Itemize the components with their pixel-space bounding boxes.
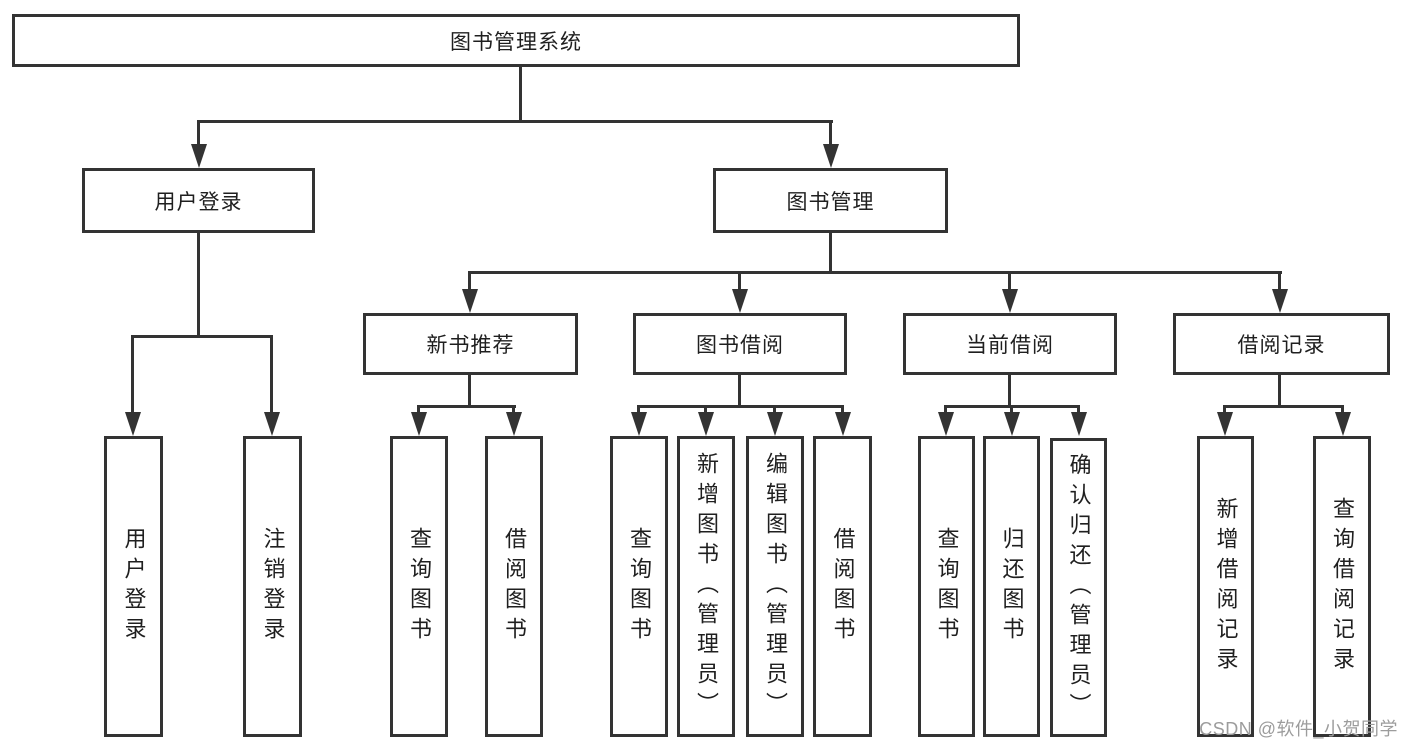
connector-line	[1278, 271, 1281, 289]
connector-line	[841, 405, 844, 415]
leaf-user-login: 用户登录	[104, 436, 163, 737]
leaf-query-borrow-record: 查询借阅记录	[1313, 436, 1371, 737]
arrow-down-icon	[631, 412, 647, 436]
connector-line	[944, 405, 947, 415]
connector-line	[829, 233, 832, 271]
connector-line	[468, 271, 471, 289]
connector-line	[512, 405, 515, 415]
node-new-book-recommend: 新书推荐	[363, 313, 578, 375]
leaf-query-books-borrow: 查询图书	[610, 436, 668, 737]
arrow-down-icon	[411, 412, 427, 436]
arrow-down-icon	[823, 144, 839, 168]
node-user-login: 用户登录	[82, 168, 315, 233]
connector-line	[637, 405, 640, 415]
arrow-down-icon	[732, 289, 748, 313]
connector-line	[1223, 405, 1344, 408]
connector-line	[197, 233, 200, 335]
connector-line	[417, 405, 420, 415]
connector-line	[1008, 271, 1011, 289]
arrow-down-icon	[125, 412, 141, 436]
leaf-borrow-books-recommend: 借阅图书	[485, 436, 543, 737]
connector-line	[1278, 375, 1281, 405]
leaf-edit-books-admin: 编辑图书（管理员）	[746, 436, 804, 737]
connector-line	[270, 335, 273, 412]
connector-line	[198, 120, 833, 123]
arrow-down-icon	[698, 412, 714, 436]
connector-line	[1077, 405, 1080, 415]
connector-line	[131, 335, 134, 412]
connector-line	[738, 271, 741, 289]
arrow-down-icon	[1002, 289, 1018, 313]
leaf-query-books-recommend: 查询图书	[390, 436, 448, 737]
leaf-return-books: 归还图书	[983, 436, 1040, 737]
arrow-down-icon	[506, 412, 522, 436]
arrow-down-icon	[1272, 289, 1288, 313]
connector-line	[1223, 405, 1226, 415]
node-book-management: 图书管理	[713, 168, 948, 233]
leaf-confirm-return-admin: 确认归还（管理员）	[1050, 438, 1107, 737]
node-book-borrowing: 图书借阅	[633, 313, 847, 375]
connector-line	[738, 375, 741, 405]
arrow-down-icon	[191, 144, 207, 168]
node-library-system-root: 图书管理系统	[12, 14, 1020, 67]
arrow-down-icon	[1071, 412, 1087, 436]
connector-line	[197, 120, 200, 148]
connector-line	[519, 67, 522, 120]
leaf-add-books-admin: 新增图书（管理员）	[677, 436, 735, 737]
node-borrowing-records: 借阅记录	[1173, 313, 1390, 375]
connector-line	[468, 271, 1282, 274]
leaf-logout: 注销登录	[243, 436, 302, 737]
leaf-query-books-current: 查询图书	[918, 436, 975, 737]
watermark: CSDN @软件_小贺同学	[1199, 719, 1398, 739]
connector-line	[829, 120, 832, 148]
connector-line	[131, 335, 273, 338]
connector-line	[1341, 405, 1344, 415]
arrow-down-icon	[264, 412, 280, 436]
node-current-borrowing: 当前借阅	[903, 313, 1117, 375]
connector-line	[637, 405, 844, 408]
connector-line	[704, 405, 707, 415]
leaf-borrow-books: 借阅图书	[813, 436, 872, 737]
arrow-down-icon	[1335, 412, 1351, 436]
arrow-down-icon	[938, 412, 954, 436]
arrow-down-icon	[462, 289, 478, 313]
connector-line	[1008, 375, 1011, 405]
arrow-down-icon	[767, 412, 783, 436]
arrow-down-icon	[835, 412, 851, 436]
connector-line	[1010, 405, 1013, 415]
connector-line	[417, 405, 516, 408]
arrow-down-icon	[1217, 412, 1233, 436]
connector-line	[468, 375, 471, 405]
connector-line	[773, 405, 776, 415]
leaf-add-borrow-record: 新增借阅记录	[1197, 436, 1254, 737]
arrow-down-icon	[1004, 412, 1020, 436]
